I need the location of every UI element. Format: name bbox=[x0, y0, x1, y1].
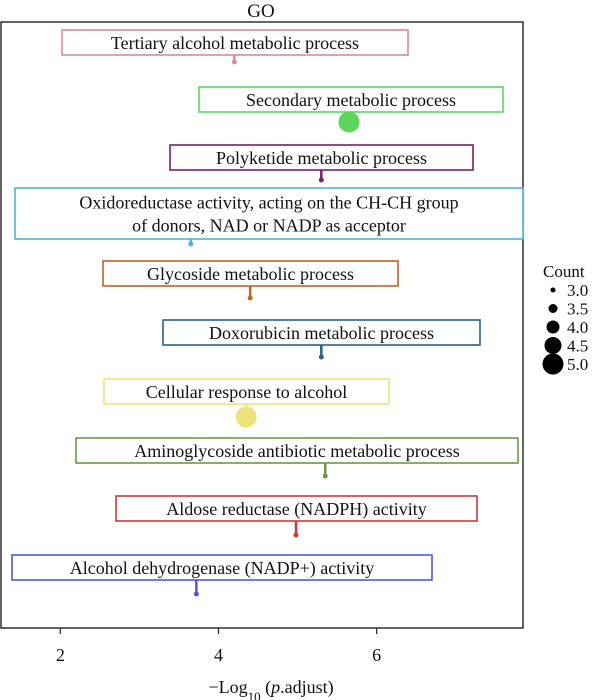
term-label-box bbox=[61, 29, 409, 56]
legend-label: 3.5 bbox=[567, 300, 588, 319]
data-point bbox=[293, 532, 299, 538]
chart-title: GO bbox=[247, 1, 274, 22]
data-point bbox=[338, 111, 360, 133]
legend-key bbox=[548, 304, 558, 313]
term-label-text: Aminoglycoside antibiotic metabolic proc… bbox=[134, 441, 459, 461]
term-label-box bbox=[102, 260, 399, 287]
legend-label: 3.0 bbox=[567, 281, 588, 300]
term-label: Secondary metabolic process bbox=[198, 86, 504, 113]
term-label: Glycoside metabolic process bbox=[102, 260, 399, 287]
term-label-box bbox=[75, 437, 519, 464]
term-label-box bbox=[103, 378, 390, 405]
legend-label: 5.0 bbox=[567, 355, 588, 374]
term-label-text: Alcohol dehydrogenase (NADP+) activity bbox=[70, 558, 375, 579]
term-label-box bbox=[162, 319, 481, 346]
term-label-box bbox=[198, 86, 504, 113]
term-label-text: Doxorubicin metabolic process bbox=[209, 323, 434, 343]
term-label-box bbox=[11, 554, 433, 581]
plot-frame bbox=[0, 21, 524, 629]
term-label-text: Tertiary alcohol metabolic process bbox=[111, 33, 359, 53]
term-label: Doxorubicin metabolic process bbox=[162, 319, 481, 346]
legend-title: Count bbox=[543, 262, 585, 281]
term-label: Tertiary alcohol metabolic process bbox=[61, 29, 409, 56]
term-label-text: of donors, NAD or NADP as acceptor bbox=[132, 216, 406, 236]
term-label-box bbox=[115, 495, 478, 522]
data-point bbox=[247, 295, 253, 301]
data-point bbox=[318, 354, 324, 360]
legend-key bbox=[546, 320, 560, 334]
legend-key bbox=[550, 287, 556, 293]
data-point bbox=[322, 473, 328, 479]
x-tick-label: 4 bbox=[214, 645, 223, 665]
data-point bbox=[231, 59, 237, 65]
data-points bbox=[188, 55, 360, 597]
legend-key bbox=[542, 353, 564, 375]
term-label: Polyketide metabolic process bbox=[169, 144, 474, 171]
term-label: Alcohol dehydrogenase (NADP+) activity bbox=[11, 554, 433, 581]
legend-key bbox=[544, 337, 562, 354]
term-label: Aldose reductase (NADPH) activity bbox=[115, 495, 478, 522]
data-point bbox=[193, 591, 199, 597]
data-point bbox=[235, 406, 257, 428]
x-tick-label: 6 bbox=[372, 645, 381, 665]
x-axis-label: −Log10 (p.adjust) bbox=[208, 677, 333, 700]
term-label-text: Secondary metabolic process bbox=[246, 90, 456, 110]
term-label-text: Glycoside metabolic process bbox=[147, 264, 354, 284]
legend-label: 4.0 bbox=[567, 318, 588, 337]
x-axis: 2 4 6 bbox=[56, 628, 381, 665]
data-point bbox=[188, 241, 194, 247]
term-label: Aminoglycoside antibiotic metabolic proc… bbox=[75, 437, 519, 464]
term-label-box bbox=[169, 144, 474, 171]
term-label: Oxidoreductase activity, acting on the C… bbox=[14, 187, 524, 240]
term-labels: Tertiary alcohol metabolic processSecond… bbox=[11, 29, 524, 581]
legend-label: 4.5 bbox=[567, 337, 588, 356]
data-point bbox=[318, 177, 324, 183]
term-label-box bbox=[14, 187, 524, 240]
term-label-text: Cellular response to alcohol bbox=[146, 382, 347, 402]
term-label-text: Aldose reductase (NADPH) activity bbox=[166, 499, 426, 520]
x-tick-label: 2 bbox=[56, 645, 65, 665]
term-label-text: Polyketide metabolic process bbox=[216, 148, 427, 168]
term-label: Cellular response to alcohol bbox=[103, 378, 390, 405]
term-label-text: Oxidoreductase activity, acting on the C… bbox=[79, 193, 458, 213]
